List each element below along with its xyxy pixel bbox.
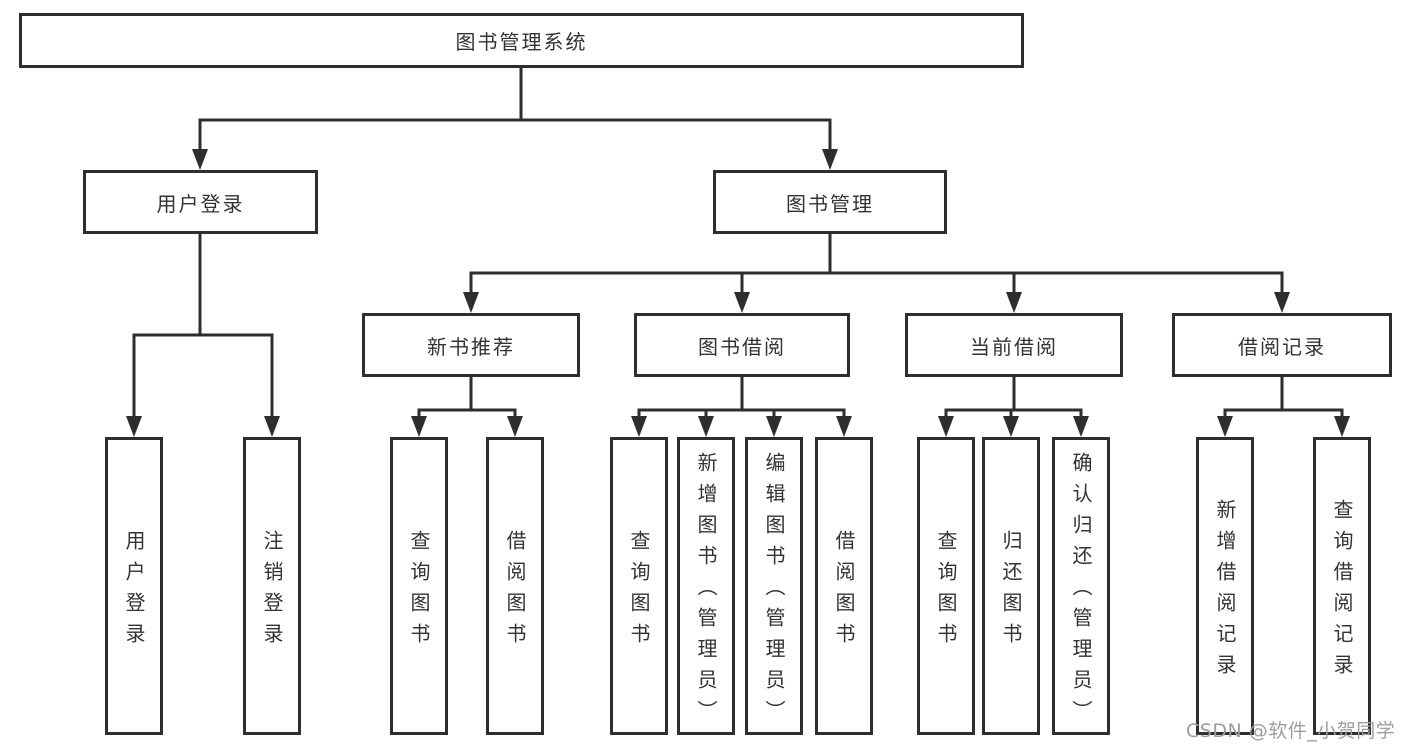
node-current-borrowing: 当前借阅 — [905, 313, 1123, 377]
leaf-user-login: 用户登录 — [105, 437, 163, 735]
leaf-add-borrow-record-label: 新增借阅记录 — [1213, 498, 1237, 685]
node-user-login: 用户登录 — [83, 170, 318, 234]
node-new-book-recommendation: 新书推荐 — [362, 313, 580, 377]
node-user-login-label: 用户登录 — [156, 191, 245, 216]
leaf-confirm-return-admin: 确认归还（管理员） — [1052, 437, 1110, 735]
leaf-borrow-books-label: 借阅图书 — [832, 529, 856, 654]
leaf-add-borrow-record: 新增借阅记录 — [1196, 437, 1254, 735]
leaf-logout: 注销登录 — [243, 437, 301, 735]
node-current-borrowing-label: 当前借阅 — [970, 334, 1058, 359]
leaf-confirm-return-admin-label: 确认归还（管理员） — [1069, 452, 1093, 731]
node-book-borrowing: 图书借阅 — [634, 313, 850, 377]
leaf-return-books-label: 归还图书 — [999, 529, 1023, 654]
node-borrowing-records-label: 借阅记录 — [1238, 334, 1326, 359]
node-book-management-label: 图书管理 — [786, 191, 874, 216]
leaf-add-books-admin-label: 新增图书（管理员） — [694, 452, 718, 731]
node-library-management-system: 图书管理系统 — [19, 13, 1024, 68]
leaf-query-borrow-record-label: 查询借阅记录 — [1330, 498, 1354, 685]
leaf-query-books-borrow: 查询图书 — [610, 437, 668, 735]
leaf-borrow-books: 借阅图书 — [815, 437, 873, 735]
leaf-query-books-current: 查询图书 — [917, 437, 975, 735]
leaf-query-books-current-label: 查询图书 — [934, 529, 958, 654]
leaf-query-books-recommend-label: 查询图书 — [407, 529, 431, 654]
leaf-query-books-borrow-label: 查询图书 — [627, 529, 651, 654]
leaf-query-borrow-record: 查询借阅记录 — [1313, 437, 1371, 735]
leaf-return-books: 归还图书 — [982, 437, 1040, 735]
leaf-user-login-label: 用户登录 — [122, 529, 146, 654]
leaf-add-books-admin: 新增图书（管理员） — [677, 437, 735, 735]
leaf-logout-label: 注销登录 — [260, 529, 284, 654]
node-book-management: 图书管理 — [713, 170, 947, 234]
leaf-query-books-recommend: 查询图书 — [390, 437, 448, 735]
leaf-borrow-books-recommend: 借阅图书 — [486, 437, 544, 735]
node-library-management-system-label: 图书管理系统 — [455, 30, 588, 54]
node-new-book-recommendation-label: 新书推荐 — [427, 334, 515, 359]
leaf-edit-books-admin-label: 编辑图书（管理员） — [762, 452, 786, 731]
node-book-borrowing-label: 图书借阅 — [698, 334, 786, 359]
node-borrowing-records: 借阅记录 — [1172, 313, 1392, 377]
leaf-borrow-books-recommend-label: 借阅图书 — [503, 529, 527, 654]
leaf-edit-books-admin: 编辑图书（管理员） — [745, 437, 803, 735]
csdn-watermark: CSDN @软件_小贺同学 — [1186, 720, 1396, 742]
